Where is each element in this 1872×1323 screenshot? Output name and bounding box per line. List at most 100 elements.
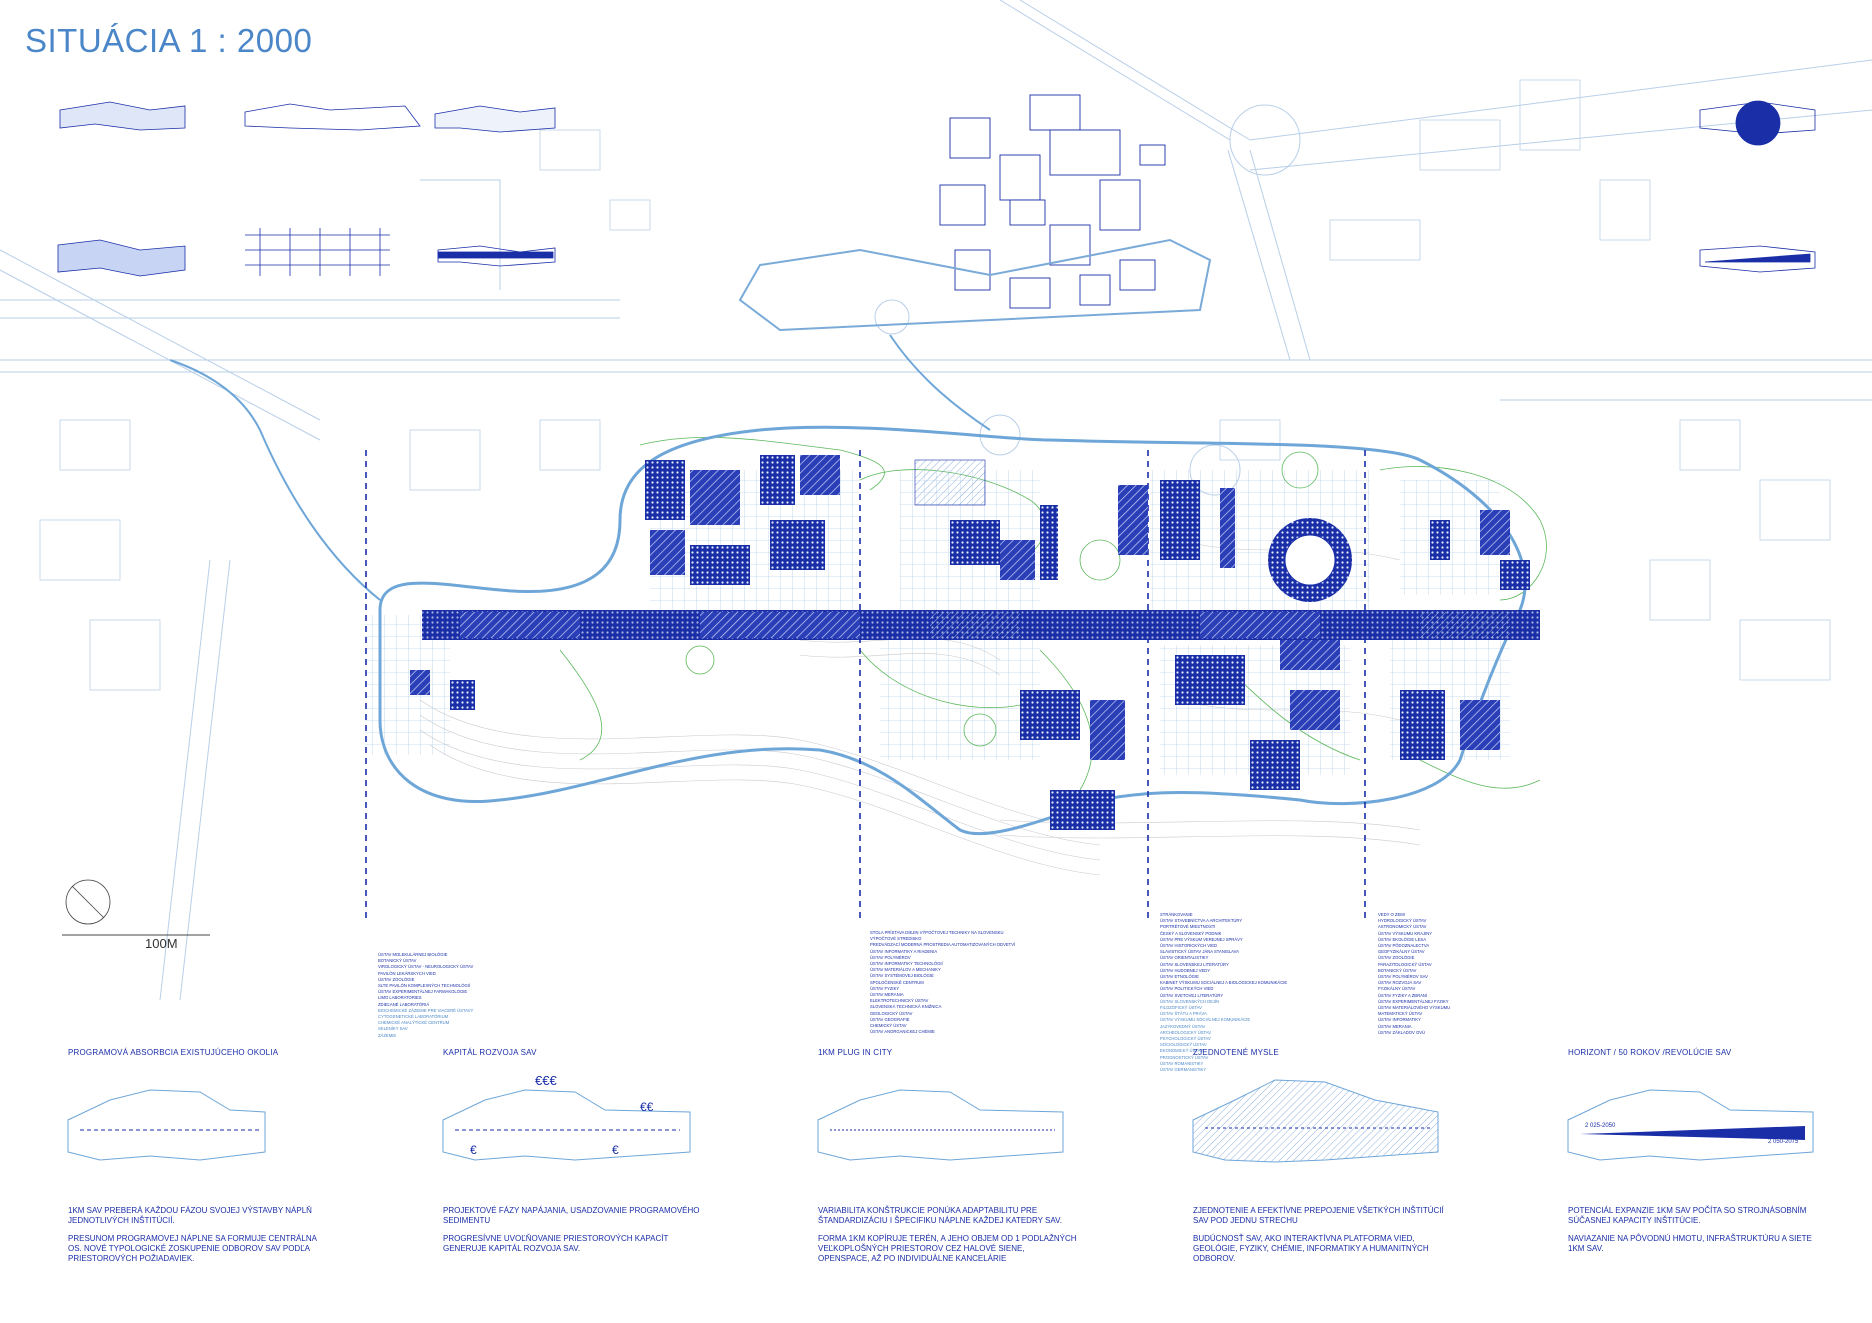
institution-item: ÚSTAV PÔDOZNALECTVA	[1378, 943, 1430, 949]
diagram-3	[817, 1089, 1064, 1161]
institution-item: ÚSTAV ZOOLÓGIE	[1378, 955, 1415, 961]
institution-item: BOTANICKÝ ÚSTAV	[1378, 967, 1417, 973]
step-title-2: KAPITÁL ROZVOJA SAV	[443, 1048, 537, 1057]
institution-item: ÚSTAV SYSTÉMOVEJ BIOLÓGIE	[870, 973, 934, 979]
diagram-2	[442, 1089, 691, 1161]
institution-item: CHEMICKÉ ANALÝTICKÉ CENTRUM	[378, 1020, 450, 1026]
institution-item: ÚSTAV SVETOVEJ LITERATÚRY	[1160, 992, 1224, 998]
institution-item: PARAZITOLOGICKÝ ÚSTAV	[1378, 961, 1432, 967]
step-text-1-p1: 1KM SAV PREBERÁ KAŽDOU FÁZOU SVOJEJ VÝST…	[68, 1206, 312, 1225]
institution-item: CHEMICKÝ ÚSTAV	[870, 1023, 907, 1029]
step-title-5: HORIZONT / 50 ROKOV /REVOLÚCIE SAV	[1568, 1048, 1732, 1057]
institution-item: FILOZOFICKÝ ÚSTAV	[1160, 1005, 1202, 1011]
institution-item: ÚSTAV MATERIÁLOV A MECHANIKY	[870, 967, 941, 973]
institution-item: SLAVISTICKÝ ÚSTAV JÁNA STANISLAVA	[1160, 949, 1239, 955]
step-text-4: ZJEDNOTENIE A EFEKTÍVNE PREPOJENIE VŠETK…	[1193, 1206, 1453, 1272]
institution-item: FYZIKÁLNY ÚSTAV	[1378, 986, 1416, 992]
institution-item: SOCIOLOGICKÝ ÚSTAV	[1160, 1042, 1207, 1048]
mini-diagrams	[57, 100, 1816, 277]
diagram-4	[1192, 1079, 1439, 1163]
institution-item: PAVILÓN LEKÁRSKYCH VIED	[378, 970, 436, 976]
institution-item: ZÁZEMIE	[378, 1032, 397, 1038]
step-text-2-p1: PROJEKTOVÉ FÁZY NAPÁJANIA, USADZOVANIE P…	[443, 1206, 700, 1225]
step-text-3-p2: FORMA 1KM KOPÍRUJE TERÉN, A JEHO OBJEM O…	[818, 1234, 1077, 1263]
scale-label: 100M	[145, 936, 178, 951]
institution-item: MATEMATICKÝ ÚSTAV	[1378, 1011, 1423, 1017]
institution-item: LIMO LABORATORIES	[378, 995, 422, 1001]
step-text-2-p2: PROGRESÍVNE UVOĽŇOVANIE PRIESTOROVÝCH KA…	[443, 1234, 669, 1253]
list-phase-2: STOLA PRÍSTAVA DIEJIN VÝPOČTOVEJ TECHNIK…	[870, 930, 1015, 1035]
institution-item: ÚSTAV GEOGRAFIE	[870, 1016, 910, 1022]
institution-item: ÚSTAV ROZVOJA SAV	[1378, 980, 1422, 986]
institution-item: ÚSTAV ROMANISTIKY	[1160, 1060, 1204, 1066]
institution-item: ÚSTAV ZOOLÓGIE	[378, 976, 415, 982]
institution-item: SPOLOČENSKÉ CENTRUM	[870, 979, 924, 985]
step-text-3: VARIABILITA KONŠTRUKCIE PONÚKA ADAPTABIL…	[818, 1206, 1078, 1272]
institution-item: VIROLOGICKÝ ÚSTAV - NEUROLOGICKÝ ÚSTAV	[378, 964, 474, 970]
institution-item: ÚSTAV MERANIA	[1378, 1023, 1412, 1029]
institution-item: ÚSTAV EXPERIMENTÁLNEJ FARMAKOLÓGIE	[378, 989, 468, 995]
institution-item: HYDROLOGICKÝ ÚSTAV	[1378, 918, 1427, 924]
diagram-5	[1567, 1089, 1814, 1161]
institution-item: ÚSTAV ANORGANICKEJ CHÉMIE	[870, 1029, 935, 1035]
step-title-3: 1KM PLUG IN CITY	[818, 1048, 893, 1057]
terrain-contours	[419, 539, 1421, 876]
institution-item: ÚSTAV STAVEBNÍCTVA A ARCHITEKTÚRY	[1160, 918, 1243, 924]
step-text-3-p1: VARIABILITA KONŠTRUKCIE PONÚKA ADAPTABIL…	[818, 1206, 1062, 1225]
institution-item: ÚSTAV FYZIKY	[870, 985, 900, 991]
building-clusters	[410, 455, 1530, 830]
ring-road	[378, 425, 1527, 836]
context-buildings	[39, 79, 1831, 691]
step-text-4-p2: BUDÚCNOSŤ SAV, AKO INTERAKTÍVNA PLATFORM…	[1193, 1234, 1429, 1263]
institution-item: SKLENÍKY SAV	[378, 1026, 408, 1032]
horizon-label-1: 2 025-2050	[1585, 1123, 1616, 1129]
institution-item: ÚSTAV MOLEKULÁRNEJ BIOLÓGIE	[378, 952, 448, 957]
institution-item: PORTRÉTOVÉ MIESTNOSTI	[1160, 924, 1216, 930]
institution-item: ÚSTAV VÝSKUMU KRAJINY	[1378, 930, 1433, 936]
access-road-west	[169, 359, 381, 601]
institution-item: ÚSTAV ORIENTALISTIKY	[1160, 955, 1209, 961]
capital-label-4: €	[612, 1143, 619, 1157]
north-arrow-icon	[65, 879, 111, 925]
institution-item: ÚSTAV FYZIKY A ZBRANÍ	[1378, 992, 1428, 998]
campus-loop-road	[738, 238, 1212, 332]
institution-item: ARCHEOLOGICKÝ ÚSTAV	[1160, 1029, 1212, 1035]
step-text-5-p1: POTENCIÁL EXPANZIE 1KM SAV POČÍTA SO STR…	[1568, 1206, 1807, 1225]
institution-item: GEOFYZIKÁLNY ÚSTAV	[1378, 949, 1425, 955]
institution-item: ÚSTAV EXPERIMENTÁLNEJ FYZIKY	[1378, 998, 1449, 1004]
institution-item: ÚSTAV MATERIÁLOVÉHO VÝSKUMU	[1378, 1005, 1451, 1011]
institution-item: SLOVENSKÁ TECHNICKÁ KNIŽNICA	[870, 1004, 942, 1010]
institution-item: ÚSTAV INFORMATIKY A RIADENIA	[870, 948, 938, 954]
institution-item: VEDY O ZEMI	[1378, 912, 1405, 917]
institution-item: JAZYKOVEDNÝ ÚSTAV	[1160, 1023, 1206, 1029]
institution-item: ÚSTAV GERMANISTIKY	[1160, 1067, 1207, 1073]
institution-item: PSYCHOLOGICKÝ ÚSTAV	[1160, 1036, 1211, 1042]
step-text-5: POTENCIÁL EXPANZIE 1KM SAV POČÍTA SO STR…	[1568, 1206, 1828, 1262]
institution-item: VÝPOČTOVÉ STREDISKO	[870, 936, 922, 942]
access-road	[889, 334, 991, 431]
institution-item: BIOCHEMICKÉ ZÁZEMIE PRE VIACERÉ ÚSTAVY	[378, 1007, 474, 1013]
diagram-1	[67, 1089, 266, 1161]
institution-item: ÚSTAV EKOLÓGIE LESA	[1378, 936, 1427, 942]
institution-item: ÚSTAV POLITICKÝCH VIED	[1160, 986, 1214, 992]
institution-item: ZDIEĽANÉ LABORATÓRIÁ	[378, 1001, 430, 1007]
institution-item: ÚSTAV ETNOLÓGIE	[1160, 974, 1199, 980]
institution-item: ÚSTAV SLOVENSKÝCH DEJÍN	[1160, 998, 1220, 1004]
page-title: SITUÁCIA 1 : 2000	[25, 22, 313, 59]
step-text-1: 1KM SAV PREBERÁ KAŽDOU FÁZOU SVOJEJ VÝST…	[68, 1206, 328, 1272]
institution-item: GEOLOGICKÝ ÚSTAV	[870, 1010, 913, 1016]
main-spine	[422, 610, 1540, 640]
institution-item: ÚSTAV VÝSKUMU SOCIÁLNEJ KOMUNIKÁCIE	[1160, 1017, 1251, 1023]
institution-item: STOLA PRÍSTAVA DIEJIN VÝPOČTOVEJ TECHNIK…	[870, 930, 1004, 935]
institution-item: PROGNOSTICKÝ ÚSTAV	[1160, 1054, 1209, 1060]
institution-item: BOTANICKÝ ÚSTAV	[378, 958, 417, 964]
institution-item: EKONOMICKÝ ÚSTAV	[1160, 1048, 1203, 1054]
step-text-5-p2: NAVIAZANIE NA PÔVODNÚ HMOTU, INFRAŠTRUKT…	[1568, 1234, 1812, 1253]
institution-item: ELEKTROTECHNICKÝ ÚSTAV	[870, 998, 929, 1004]
institution-item: ÚSTAV HISTORICKÝCH VIED	[1160, 943, 1218, 949]
step-title-1: PROGRAMOVÁ ABSORBCIA EXISTUJÚCEHO OKOLIA	[68, 1048, 279, 1057]
